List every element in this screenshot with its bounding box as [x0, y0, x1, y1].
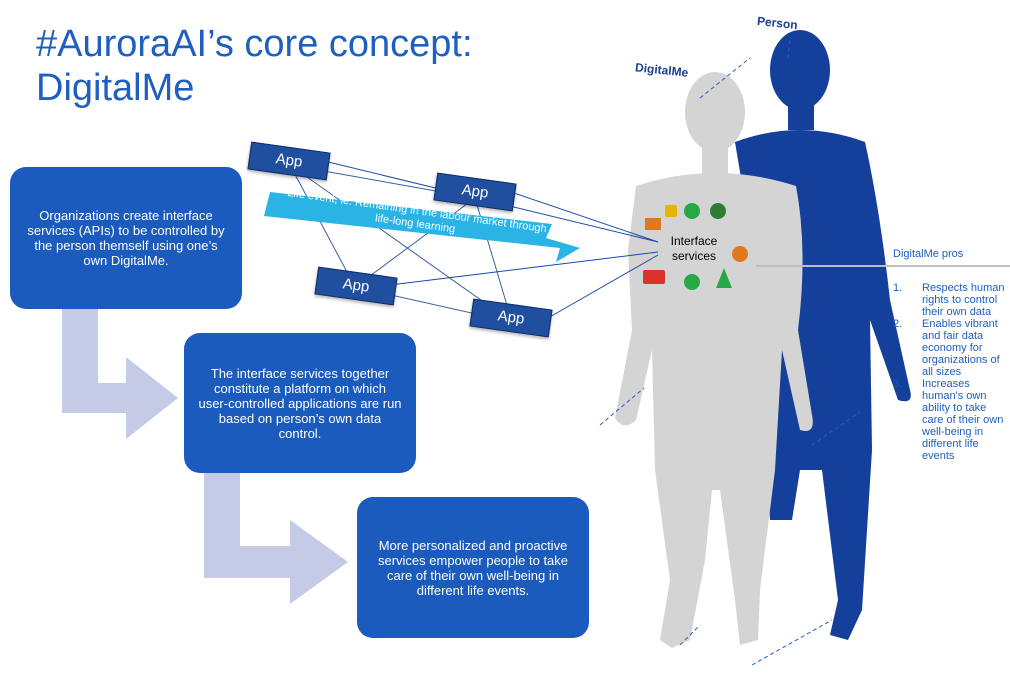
pros-item: 2. Enables vibrant and fair data economy … — [893, 318, 1010, 378]
step-box-platform: The interface services together constitu… — [184, 333, 416, 473]
factory-icon — [645, 218, 661, 230]
interface-services-label: Interface services — [666, 234, 722, 264]
interface-services-text: Interface services — [670, 234, 718, 263]
globe-icon — [710, 203, 726, 219]
step-box-organizations: Organizations create interface services … — [10, 167, 242, 309]
people-icon — [684, 274, 700, 290]
life-event-banner — [264, 192, 580, 262]
radio-icon — [643, 270, 665, 284]
step-arrow-1 — [62, 309, 178, 439]
pros-item-number: 1. — [893, 282, 903, 294]
step-box-personalized-services: More personalized and proactive services… — [357, 497, 589, 638]
pros-item-number: 3. — [893, 378, 903, 390]
pros-item-text: Respects human rights to control their o… — [922, 282, 1005, 318]
pros-item: 1. Respects human rights to control their… — [893, 282, 1010, 318]
digitalme-silhouette — [615, 72, 813, 648]
pros-item-text: Enables vibrant and fair data economy fo… — [922, 318, 1000, 378]
listener-icon — [732, 246, 748, 262]
pros-item-number: 2. — [893, 318, 903, 330]
pros-list: 1. Respects human rights to control their… — [893, 282, 1010, 462]
pros-item: 3. Increases human's own ability to take … — [893, 378, 1010, 462]
page-title: #AuroraAI’s core concept: DigitalMe — [36, 23, 473, 109]
pros-title: DigitalMe pros — [893, 248, 964, 260]
step-arrow-2 — [204, 473, 348, 604]
tree-icon — [716, 268, 732, 288]
lock-icon — [665, 205, 677, 217]
health-icon — [684, 203, 700, 219]
service-icons — [643, 203, 748, 290]
pros-item-text: Increases human's own ability to take ca… — [922, 378, 1004, 462]
